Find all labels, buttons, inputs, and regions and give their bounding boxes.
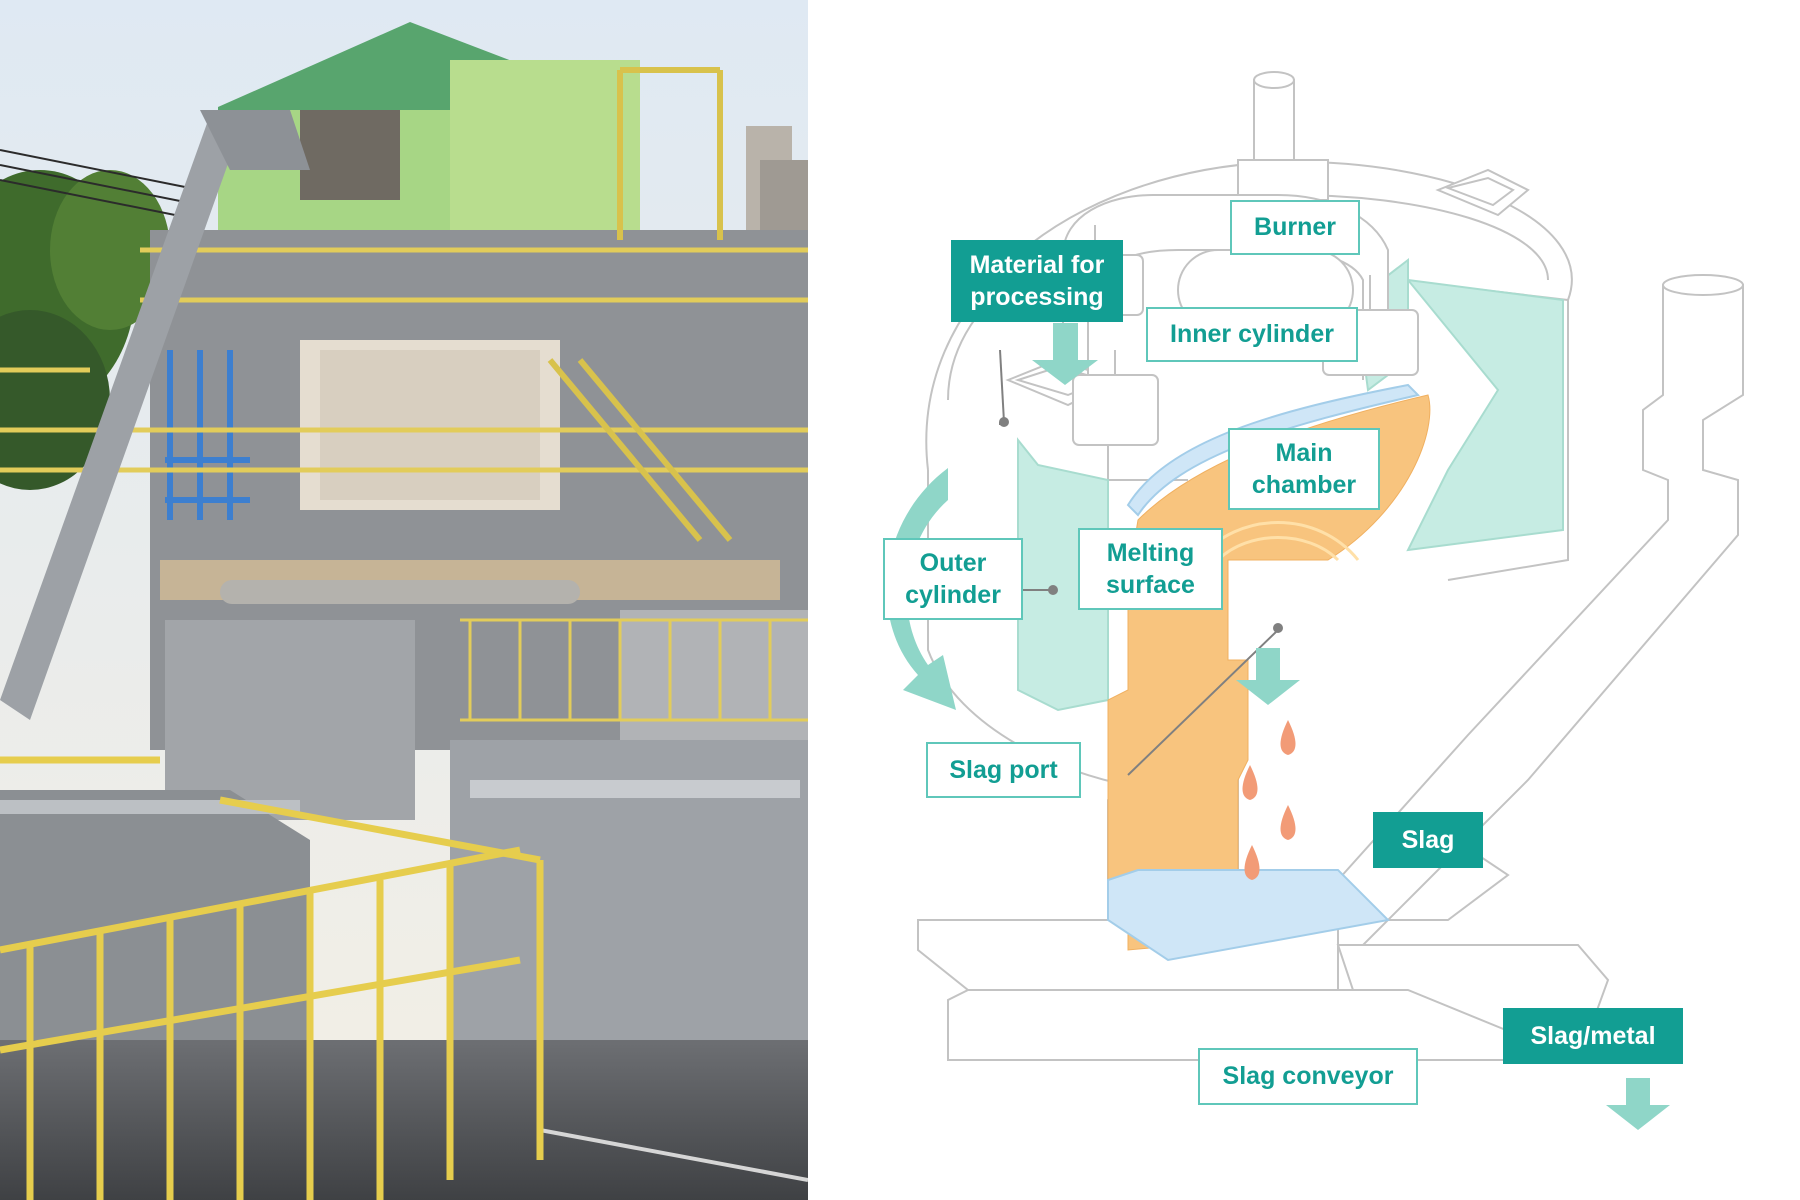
slag-droplets	[1242, 720, 1296, 880]
stairs	[547, 67, 733, 542]
burner-label: Burner	[1230, 200, 1360, 255]
blue-pipes	[165, 350, 250, 520]
slag-metal-label: Slag/metal	[1503, 1008, 1683, 1064]
container	[0, 790, 310, 1100]
railing-bars-mid	[460, 618, 808, 722]
gray-tank	[165, 620, 415, 820]
furnace-diagram: Burner Material for processing Inner cyl…	[808, 0, 1800, 1200]
coolant-layer	[1126, 383, 1420, 517]
outer-cylinder-label: Outer cylinder	[883, 538, 1023, 620]
flow-arrows	[886, 323, 1670, 1130]
power-lines	[0, 149, 201, 221]
slag-port-label: Slag port	[926, 742, 1081, 798]
material-for-processing-label: Material for processing	[951, 240, 1123, 322]
trees	[0, 170, 170, 490]
outer-cylinder-dot	[1048, 585, 1058, 595]
slag-port-dot	[1273, 623, 1283, 633]
melting-surface-label: Melting surface	[1078, 528, 1223, 610]
output-arrow	[1606, 1078, 1670, 1130]
inner-cylinder-label: Inner cylinder	[1146, 307, 1358, 362]
slag-bath	[1107, 869, 1391, 962]
green-housing	[218, 22, 640, 240]
material-arrow	[1032, 323, 1098, 385]
slag-port-arrow	[1236, 648, 1300, 705]
ground	[0, 1040, 808, 1200]
facility-photo	[0, 0, 808, 1200]
slag-label: Slag	[1373, 812, 1483, 868]
bucket-conveyor	[0, 110, 310, 720]
railings-front	[0, 756, 544, 1200]
inner-cylinder-dot	[999, 417, 1009, 427]
slag-conveyor-label: Slag conveyor	[1198, 1048, 1418, 1105]
rotation-arrow	[886, 468, 956, 710]
main-chamber-label: Main chamber	[1228, 428, 1380, 510]
flue	[1347, 284, 1744, 961]
